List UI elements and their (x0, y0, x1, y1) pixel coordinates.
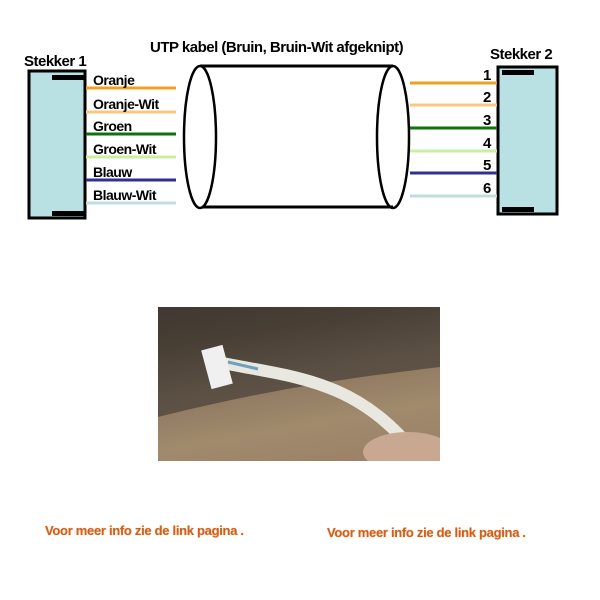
right-connector-latch (502, 70, 534, 75)
pin-number: 2 (483, 89, 491, 106)
info-link[interactable]: Voor meer info zie de link pagina . (45, 523, 244, 538)
wire-label: Oranje-Wit (93, 96, 159, 112)
pin-number: 6 (483, 180, 491, 197)
wire-label: Groen (93, 118, 132, 134)
wire-label: Oranje (93, 72, 135, 88)
wire-label: Blauw-Wit (93, 187, 157, 203)
pin-number: 5 (483, 157, 491, 174)
left-connector-label: Stekker 1 (24, 53, 86, 70)
wire-label: Blauw (93, 164, 132, 180)
pin-number: 1 (483, 67, 491, 84)
left-connector-latch (52, 75, 85, 80)
wire-label: Groen-Wit (93, 141, 157, 157)
cable-photo (158, 307, 440, 461)
diagram-title: UTP kabel (Bruin, Bruin-Wit afgeknipt) (150, 39, 404, 56)
wiring-diagram: UTP kabel (Bruin, Bruin-Wit afgeknipt) S… (24, 39, 559, 220)
pin-number: 4 (483, 135, 492, 152)
left-connector-latch (52, 211, 85, 216)
right-connector-label: Stekker 2 (490, 46, 552, 63)
cable (182, 64, 411, 210)
right-connector (496, 65, 559, 216)
right-connector-latch (502, 207, 534, 212)
left-connector (27, 69, 87, 220)
info-link[interactable]: Voor meer info zie de link pagina . (327, 525, 526, 540)
pin-number: 3 (483, 112, 491, 129)
